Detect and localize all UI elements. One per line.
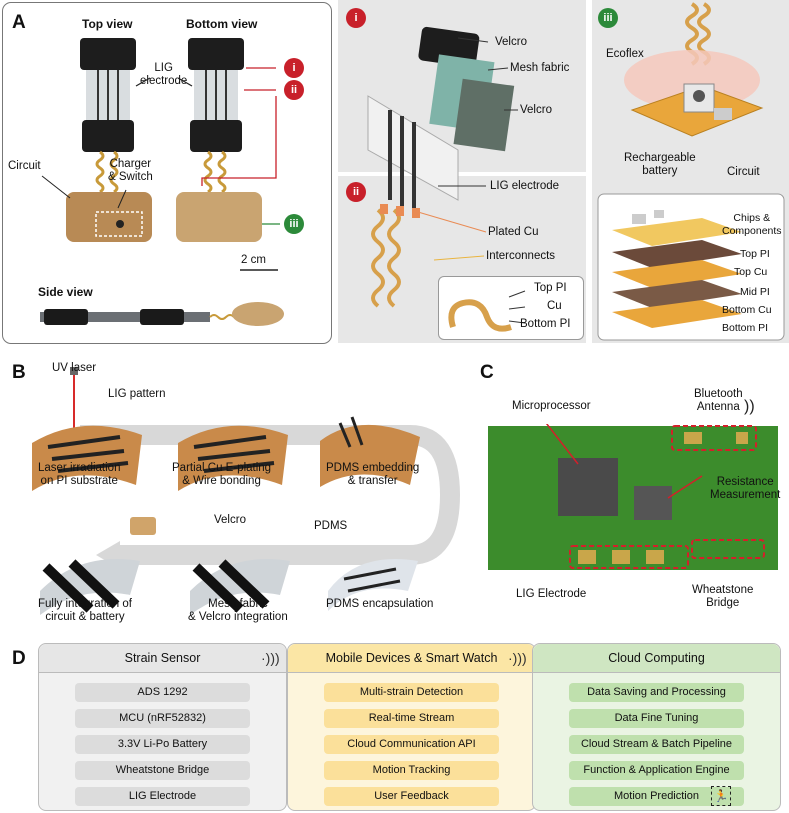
side-view-label: Side view	[38, 285, 93, 299]
step-4-label: Fully integration of circuit & battery	[38, 598, 132, 623]
stack-top-cu: Top Cu	[734, 266, 768, 278]
marker-ii-a: ii	[284, 80, 304, 100]
layer-top-pi: Top PI	[534, 282, 567, 294]
wireless-signal-icon-2: ·)))	[508, 650, 527, 666]
side-view-circuit	[232, 302, 284, 326]
uv-laser-label: UV laser	[52, 362, 97, 374]
stack-bottom-pi: Bottom PI	[722, 322, 769, 334]
strain-sensor-title: Strain Sensor	[39, 644, 286, 673]
cloud-item: Data Saving and Processing	[569, 683, 744, 702]
pdms-label: PDMS	[314, 520, 348, 532]
wireless-signal-icon: ·)))	[261, 650, 280, 666]
mobile-item: Multi-strain Detection	[324, 683, 499, 702]
circuit-exploded-illustration	[597, 2, 785, 341]
running-person-icon: 🏃	[711, 786, 731, 806]
top-view-label: Top view	[82, 17, 133, 31]
panel-a-photos	[40, 38, 284, 326]
mobile-item: Cloud Communication API	[324, 735, 499, 754]
sensor-item: MCU (nRF52832)	[75, 709, 250, 728]
microprocessor-label: Microprocessor	[512, 400, 591, 412]
marker-i: i	[346, 8, 366, 28]
resistance-chip	[634, 486, 672, 520]
stack-top-pi: Top PI	[740, 248, 770, 260]
lig-electrode-label-i: LIG electrode	[490, 180, 560, 192]
resistance-measurement-label: Resistance Measurement	[710, 476, 781, 501]
cloud-item: Motion Prediction	[569, 787, 744, 806]
panel-b-letter: B	[12, 362, 26, 383]
velcro-strap-bottom	[188, 38, 244, 70]
bluetooth-callout	[671, 425, 757, 451]
mobile-item: User Feedback	[324, 787, 499, 806]
layer-bottom-pi: Bottom PI	[520, 318, 571, 330]
rechargeable-battery-label: Rechargeable battery	[624, 152, 696, 177]
mesh-fabric-label: Mesh fabric	[510, 62, 570, 74]
marker-iii: iii	[598, 8, 618, 28]
lig-exploded-illustration	[367, 26, 518, 308]
circuit-top	[66, 192, 152, 242]
strain-sensor-box: Strain Sensor ADS 1292 MCU (nRF52832) 3.…	[38, 643, 287, 811]
step-3-label: PDMS embedding & transfer	[326, 462, 420, 487]
step-1-label: Laser irradiation on PI substrate	[38, 462, 121, 487]
circuit-label-iii: Circuit	[727, 166, 760, 178]
circuit-label: Circuit	[8, 160, 41, 172]
mobile-item: Motion Tracking	[324, 761, 499, 780]
lig-electrode-label: LIG electrode	[140, 62, 188, 87]
panel-a-letter: A	[12, 12, 26, 33]
velcro-strap-top-2	[82, 120, 134, 152]
panel-a-frame	[2, 2, 332, 344]
mobile-devices-title: Mobile Devices & Smart Watch	[288, 644, 535, 673]
circuit-bottom	[176, 192, 262, 242]
marker-iii-a: iii	[284, 214, 304, 234]
step-5-label: Mesh fabric & Velcro integration	[188, 598, 288, 623]
side-view-strap	[40, 312, 210, 322]
cloud-item: Data Fine Tuning	[569, 709, 744, 728]
mobile-devices-box: Mobile Devices & Smart Watch Multi-strai…	[287, 643, 536, 811]
wheatstone-bridge-label: Wheatstone Bridge	[692, 584, 754, 609]
fabrication-process-illustration	[32, 367, 461, 615]
scale-bar-label: 2 cm	[241, 254, 266, 266]
pcb-illustration	[488, 424, 778, 570]
stack-bottom-cu: Bottom Cu	[722, 304, 772, 316]
cloud-item: Cloud Stream & Batch Pipeline	[569, 735, 744, 754]
mobile-item: Real-time Stream	[324, 709, 499, 728]
microprocessor-chip	[558, 458, 618, 516]
cloud-computing-box: Cloud Computing Data Saving and Processi…	[532, 643, 781, 811]
lig-electrode-callout	[569, 545, 689, 569]
stack-mid-pi: Mid PI	[740, 286, 770, 298]
layer-cu: Cu	[547, 300, 562, 312]
wheatstone-callout	[691, 539, 765, 559]
wireless-icon: ))	[744, 398, 755, 415]
sensor-item: Wheatstone Bridge	[75, 761, 250, 780]
charger-switch-label: Charger & Switch	[108, 158, 153, 183]
panel-d-letter: D	[12, 648, 26, 669]
lig-pattern-label: LIG pattern	[108, 388, 166, 400]
chips-components-label: Chips & Components	[722, 212, 782, 237]
sensor-item: 3.3V Li-Po Battery	[75, 735, 250, 754]
sensor-item: ADS 1292	[75, 683, 250, 702]
interconnects-label: Interconnects	[486, 250, 556, 262]
cloud-computing-title: Cloud Computing	[533, 644, 780, 673]
velcro-strap-top	[80, 38, 136, 70]
step-2-label: Partial Cu E-plating & Wire bonding	[172, 462, 272, 487]
step-6-label: PDMS encapsulation	[326, 598, 434, 610]
marker-i-a: i	[284, 58, 304, 78]
bluetooth-antenna-label: Bluetooth Antenna	[694, 388, 743, 413]
cloud-item: Function & Application Engine	[569, 761, 744, 780]
marker-ii: ii	[346, 182, 366, 202]
bottom-view-label: Bottom view	[186, 17, 258, 31]
velcro-label-b: Velcro	[214, 514, 246, 526]
lig-electrode-label-c: LIG Electrode	[516, 588, 587, 600]
velcro-label-1: Velcro	[495, 36, 527, 48]
velcro-label-2: Velcro	[520, 104, 552, 116]
sensor-item: LIG Electrode	[75, 787, 250, 806]
ecoflex-label: Ecoflex	[606, 48, 644, 60]
layer-inset	[438, 276, 584, 340]
plated-cu-label: Plated Cu	[488, 226, 539, 238]
panel-c-letter: C	[480, 362, 494, 383]
